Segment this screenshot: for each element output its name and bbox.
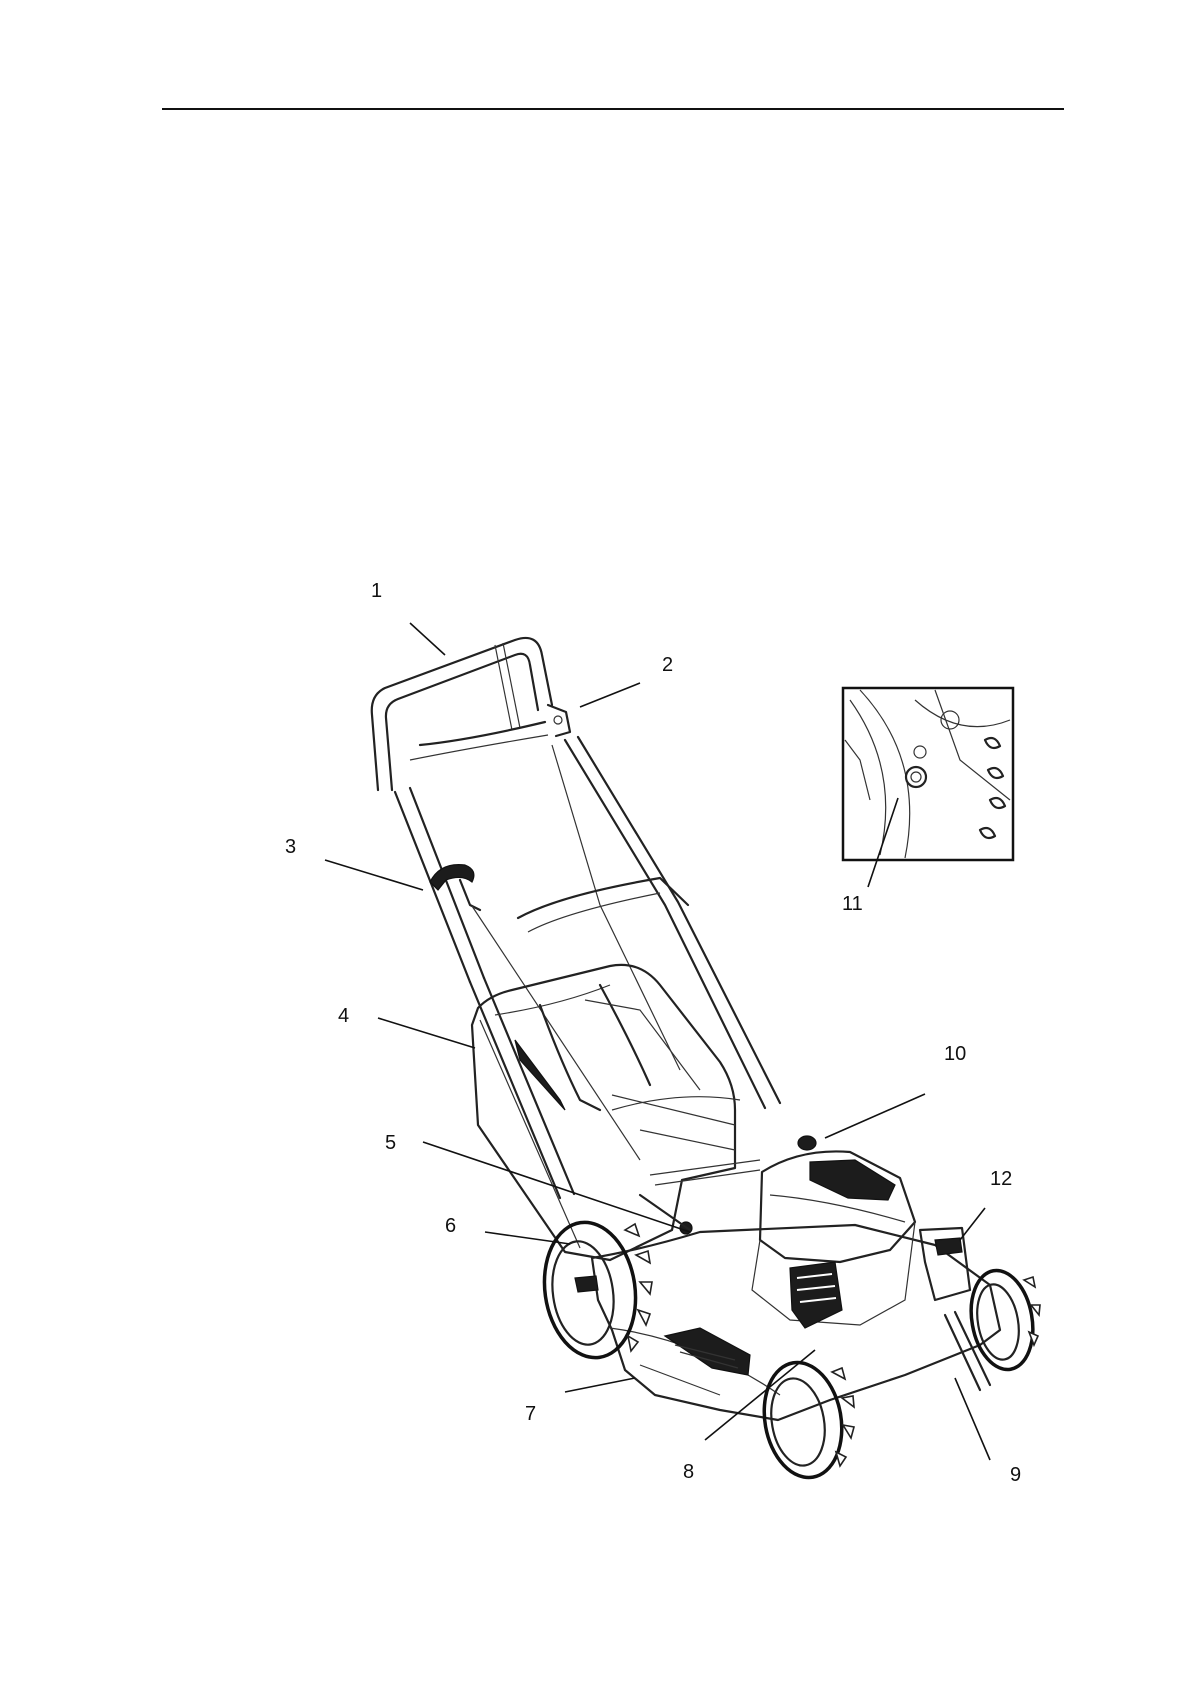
callout-1: 1	[371, 580, 382, 602]
callout-3: 3	[285, 836, 296, 858]
air-filter-icon	[790, 1262, 842, 1328]
callout-9: 9	[1010, 1464, 1021, 1486]
callout-11: 11	[842, 893, 863, 915]
handle-bar-icon	[372, 638, 552, 790]
handle-lever-icon	[548, 705, 570, 736]
leader-7	[565, 1378, 635, 1392]
callout-4: 4	[338, 1005, 349, 1027]
callout-2: 2	[662, 654, 673, 676]
height-lever-icon	[640, 1195, 692, 1234]
leader-9	[955, 1378, 990, 1460]
callout-8: 8	[683, 1461, 694, 1483]
callout-7: 7	[525, 1403, 536, 1425]
leader-1	[410, 623, 445, 655]
callout-10: 10	[944, 1043, 966, 1065]
leader-10	[825, 1094, 925, 1138]
leader-2	[580, 683, 640, 707]
callout-6: 6	[445, 1215, 456, 1237]
leader-4	[378, 1018, 475, 1048]
leader-5	[423, 1142, 690, 1232]
mower-illustration	[372, 638, 1040, 1484]
inset-detail	[843, 688, 1013, 860]
leader-12	[960, 1208, 985, 1240]
callout-5: 5	[385, 1132, 396, 1154]
leader-3	[325, 860, 423, 890]
callout-12: 12	[990, 1168, 1012, 1190]
rear-wheel-icon	[536, 1216, 652, 1363]
fuel-cap-icon	[798, 1136, 816, 1150]
